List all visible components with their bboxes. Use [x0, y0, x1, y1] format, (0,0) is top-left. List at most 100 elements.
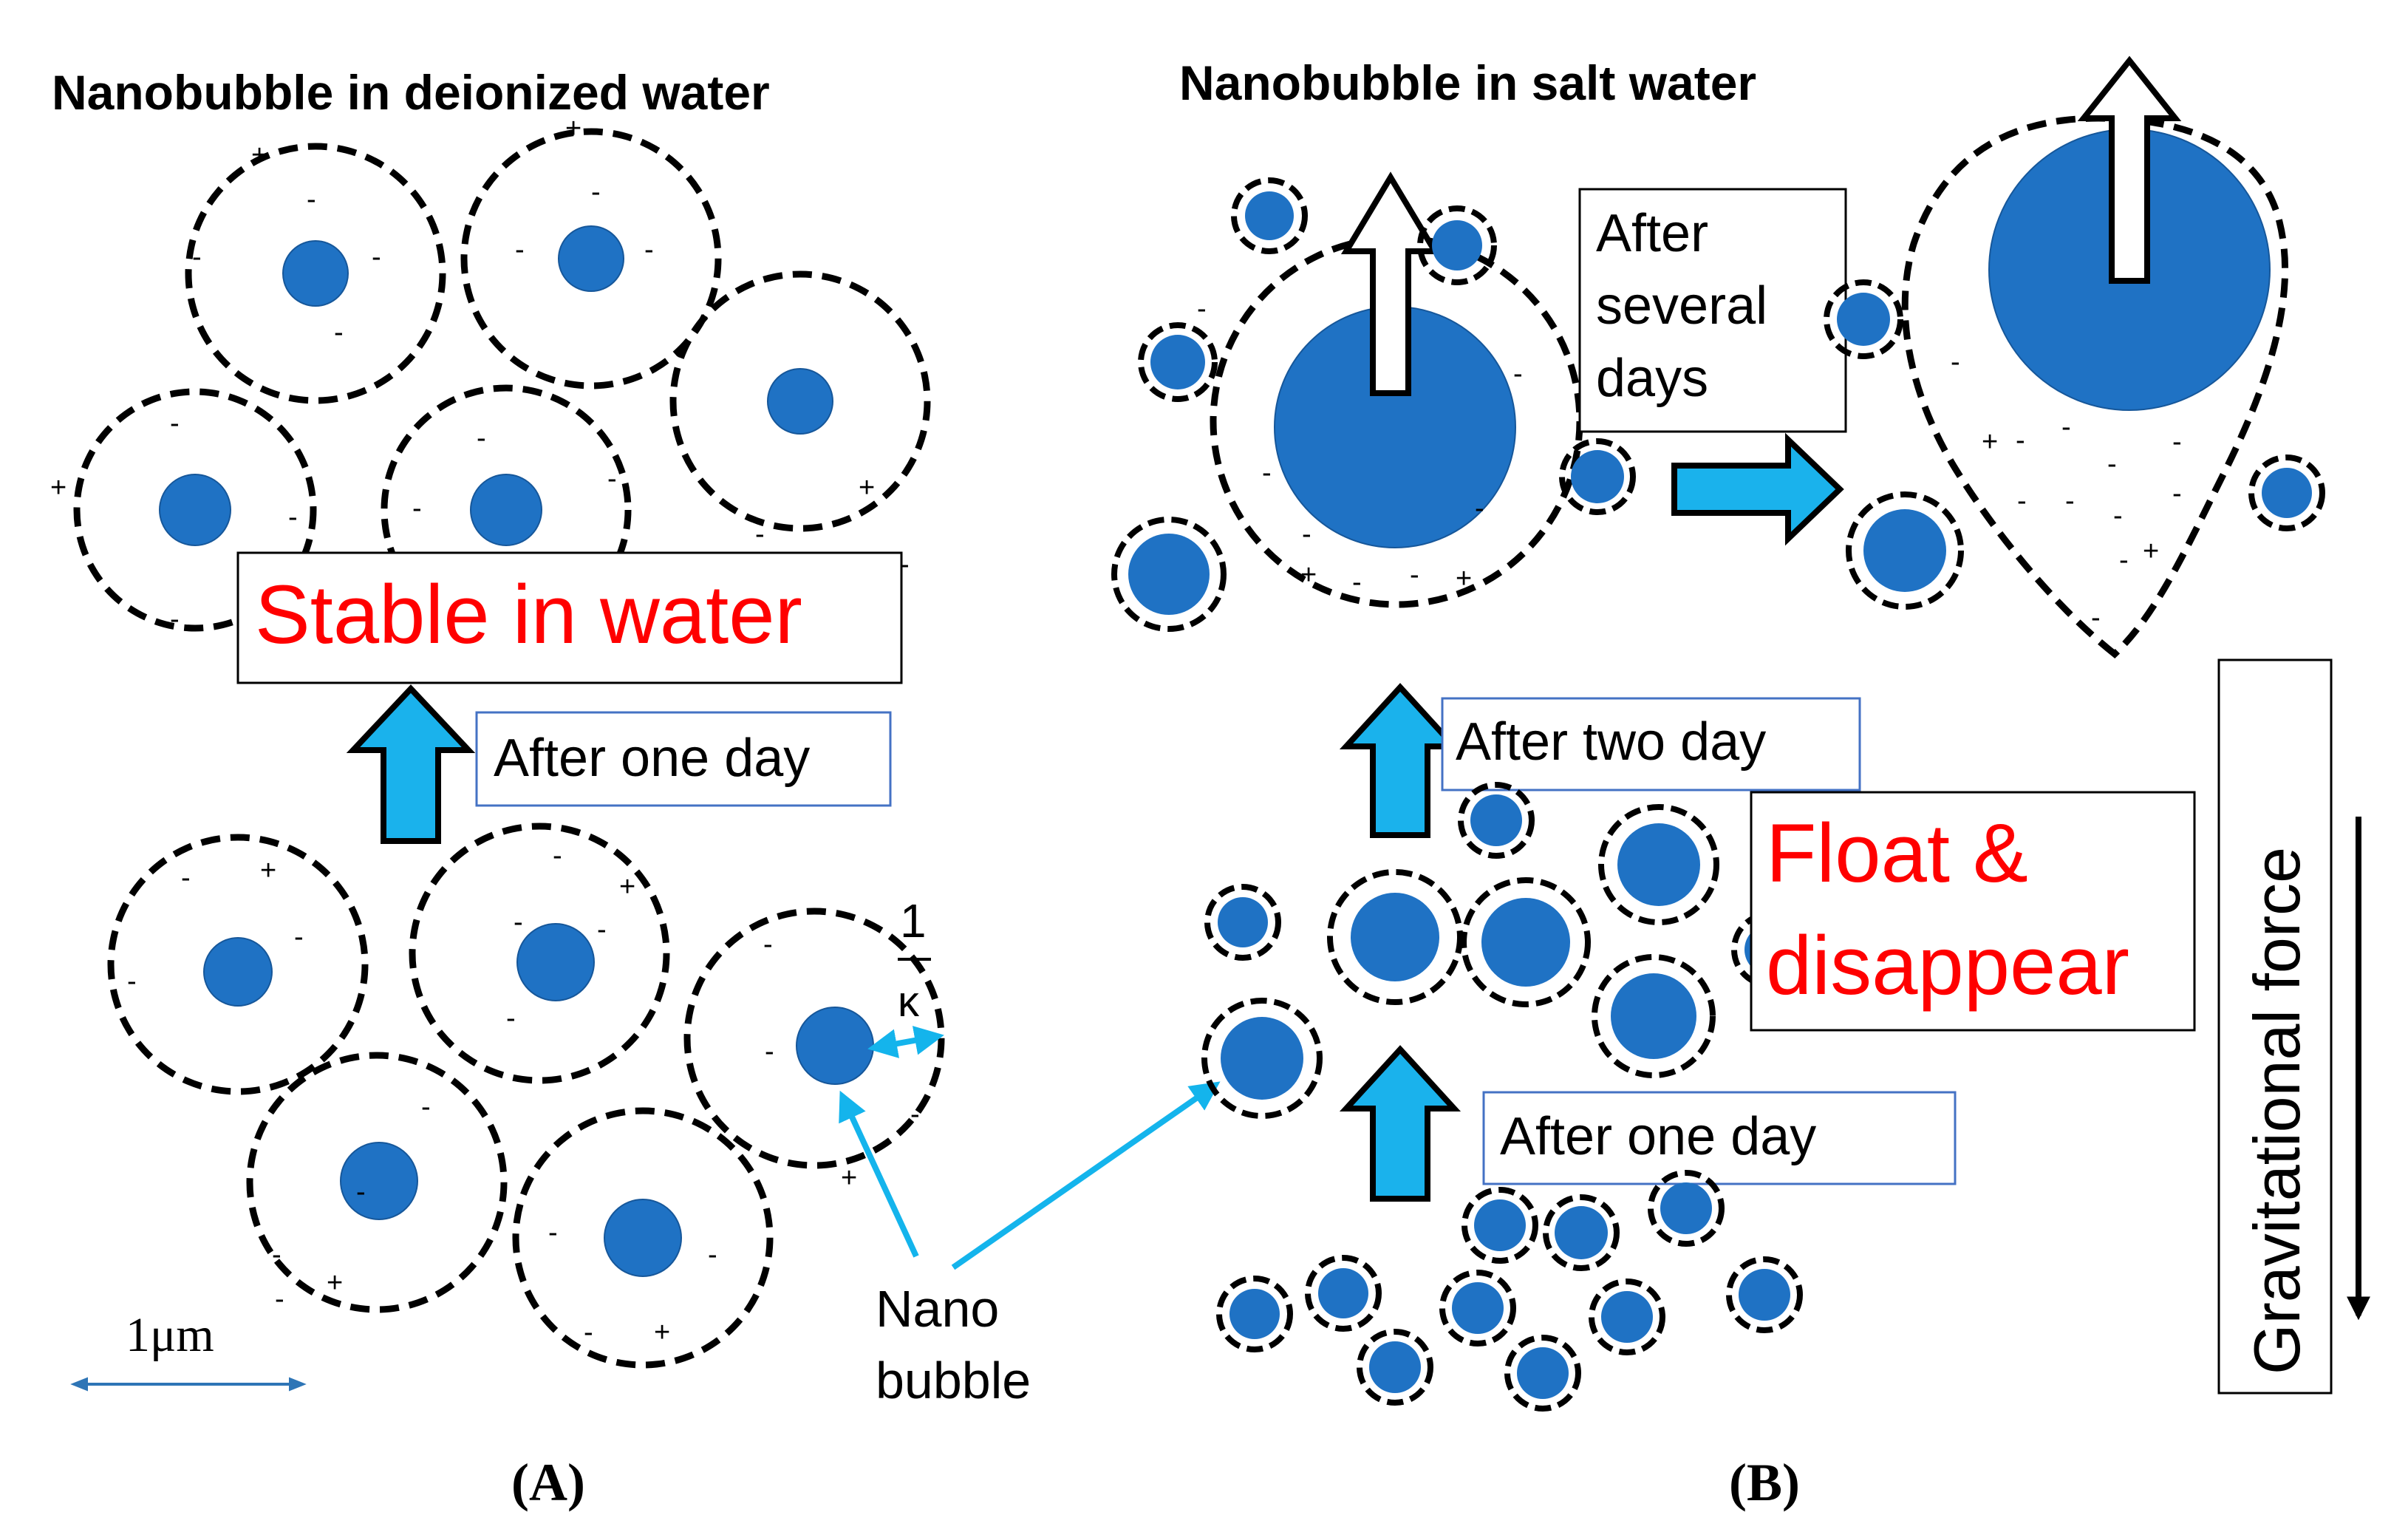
nanobubble — [516, 923, 595, 1001]
nanobubble — [1432, 220, 1482, 270]
nanobubble — [203, 937, 273, 1007]
minus-charge: - — [1302, 519, 1312, 550]
debye-layer-ring — [1231, 177, 1308, 254]
after-several-days-box — [1578, 188, 1847, 433]
minus-charge: - — [356, 1177, 366, 1208]
debye-layer-ring — [1559, 438, 1636, 515]
nanobubble — [340, 1142, 418, 1220]
nanobubble — [1369, 1341, 1421, 1393]
minus-charge: - — [170, 604, 180, 635]
pointer-arrow — [839, 1090, 919, 1258]
float-disappear-box — [1750, 791, 2196, 1032]
minus-charge: - — [553, 840, 562, 871]
minus-charge: - — [294, 922, 304, 953]
debye-layer-ring — [107, 834, 369, 1095]
minus-charge: - — [272, 1239, 282, 1270]
bubble-cluster-initial-b — [1216, 1170, 1803, 1412]
debye-layer-ring — [669, 270, 931, 532]
debye-layer-ring — [1543, 1194, 1620, 1271]
debye-layer-ring — [1726, 1256, 1803, 1333]
minus-charge: - — [548, 1217, 558, 1248]
scale-label: 1μm — [126, 1308, 214, 1362]
nano-bubble-label-1: Nano — [876, 1280, 999, 1338]
plus-charge: + — [859, 472, 875, 503]
after-one-day-box-b — [1482, 1091, 1957, 1185]
nanobubble — [282, 240, 349, 307]
nanobubble — [1481, 898, 1570, 987]
minus-charge: - — [2119, 545, 2129, 576]
debye-layer-ring — [246, 1052, 508, 1313]
minus-charge: - — [2065, 486, 2075, 517]
minus-charge: - — [597, 914, 607, 945]
float-up-arrow — [1340, 171, 1441, 396]
panel-a: Nanobubble in deionized water + - - - - … — [50, 65, 945, 1512]
nanobubble — [1229, 1289, 1280, 1339]
after-one-day-label-b: After one day — [1500, 1107, 1816, 1166]
minus-charge: - — [591, 177, 601, 208]
debye-layer-ring — [1846, 491, 1964, 610]
after-several-days-label-1: After — [1596, 204, 1708, 263]
plus-charge: + — [1300, 559, 1317, 590]
debye-layer-ring — [1357, 1329, 1433, 1406]
nanobubble — [1660, 1182, 1712, 1234]
after-two-day-label: After two day — [1456, 712, 1766, 772]
bubble-group-coalescing — [1111, 171, 1636, 632]
up-arrow — [1339, 683, 1461, 838]
minus-charge: - — [584, 1317, 593, 1348]
debye-layer-ring — [1648, 1170, 1725, 1247]
debye-layer-ring — [1589, 1279, 1665, 1355]
plus-charge: + — [565, 113, 581, 144]
minus-charge: - — [607, 463, 617, 494]
kappa-denominator: κ — [898, 978, 920, 1026]
nanobubble-callout: Nano bubble — [839, 1081, 1221, 1409]
after-several-days-label-2: several — [1596, 276, 1767, 336]
gravitational-force-box — [2217, 658, 2333, 1395]
minus-charge: - — [1475, 493, 1484, 524]
panel-b-label: (B) — [1729, 1453, 1800, 1512]
pointer-arrow — [951, 1081, 1221, 1270]
minus-charge: - — [2061, 412, 2071, 443]
after-one-day-label-a: After one day — [494, 729, 810, 788]
debye-layer-ring — [73, 388, 317, 632]
nanobubble — [1218, 897, 1268, 947]
minus-charge: - — [1352, 567, 1362, 598]
nanobubble — [767, 368, 833, 435]
debye-layer-ring — [2248, 455, 2325, 531]
nanobubble — [159, 474, 231, 546]
gravitational-force-label: Gravitational force — [2240, 847, 2313, 1375]
kappa-numerator: 1 — [900, 894, 927, 947]
debye-layer-ring — [1204, 884, 1281, 961]
debye-layer-ring — [1201, 998, 1323, 1119]
after-several-days-label-3: days — [1596, 349, 1708, 408]
nanobubble — [470, 474, 542, 546]
up-arrow — [346, 684, 476, 844]
minus-charge: - — [708, 1239, 717, 1270]
minus-charge: - — [2091, 602, 2101, 633]
plus-charge: + — [50, 472, 66, 503]
minus-charge: - — [1513, 358, 1523, 389]
minus-charge: - — [477, 423, 486, 454]
panel-a-label: (A) — [511, 1453, 585, 1512]
debye-layer-ring — [409, 823, 670, 1084]
minus-charge: - — [2016, 425, 2025, 456]
minus-charge: - — [307, 184, 316, 215]
nano-bubble-label-2: bubble — [876, 1352, 1031, 1409]
minus-charge: - — [275, 1284, 284, 1315]
stable-in-water-label: Stable in water — [255, 568, 802, 661]
up-arrow — [1339, 1045, 1461, 1202]
debye-layer-ring — [1305, 1255, 1382, 1332]
debye-layer-ring — [185, 143, 446, 404]
nanobubble — [604, 1199, 682, 1277]
minus-charge: - — [506, 1003, 516, 1034]
minus-charge: - — [2107, 449, 2117, 480]
debye-length-arrow — [867, 1026, 944, 1058]
plus-charge: + — [654, 1317, 670, 1348]
nanobubble — [1611, 973, 1696, 1059]
minus-charge: - — [192, 242, 202, 273]
nanobubble — [1221, 1017, 1303, 1100]
bubble-cluster-stable — [73, 128, 931, 636]
surface-charges-b-merged: - + - - - - - - - - - + - — [1951, 347, 2182, 633]
plus-charge: + — [619, 871, 635, 902]
debye-layer-ring — [1417, 205, 1497, 285]
